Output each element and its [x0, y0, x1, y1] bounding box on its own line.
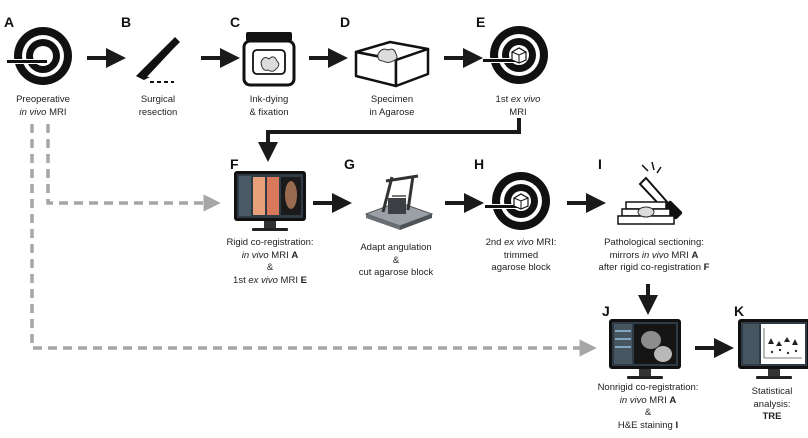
scalpel-icon: [136, 37, 180, 83]
cutting-device-icon: [364, 174, 434, 230]
monitor-chart-icon: [738, 319, 808, 379]
step-letter-e: E: [476, 14, 486, 30]
caption-a: Preoperative in vivo MRI: [16, 94, 70, 118]
caption-c: Ink-dying & fixation: [249, 94, 289, 118]
step-letter-j: J: [602, 303, 610, 319]
step-letter-i: I: [598, 156, 602, 172]
mri-scanner-with-block-icon: [485, 172, 550, 230]
arrow: [87, 48, 734, 358]
mri-scanner-with-block-icon: [483, 26, 548, 84]
caption-g: Adapt angulation & cut agarose block: [358, 242, 434, 278]
caption-j: Nonrigid co-registration: in vivo MRI A …: [597, 382, 699, 431]
step-letter-c: C: [230, 14, 241, 30]
monitor-icon: [234, 171, 306, 231]
step-letter-a: A: [4, 14, 15, 30]
step-letter-b: B: [121, 14, 132, 30]
caption-d: Specimen in Agarose: [369, 94, 415, 118]
caption-b: Surgical resection: [138, 94, 178, 118]
caption-i: Pathological sectioning: mirrors in vivo…: [598, 237, 710, 273]
step-letter-k: K: [734, 303, 745, 319]
step-letter-f: F: [230, 156, 239, 172]
monitor-icon: [609, 319, 681, 379]
caption-e: 1st ex vivo MRI: [495, 94, 541, 118]
dashed-arrow: [30, 124, 597, 357]
step-letter-d: D: [340, 14, 351, 30]
caption-h: 2nd ex vivo MRI: trimmed agarose block: [485, 237, 557, 273]
step-letter-h: H: [474, 156, 485, 172]
mri-scanner-icon: [7, 27, 72, 85]
caption-k: Statistical analysis: TRE: [751, 386, 793, 422]
specimen-jar-icon: [242, 32, 296, 87]
caption-f: Rigid co-registration: in vivo MRI A & 1…: [226, 237, 314, 286]
slicing-knife-icon: [617, 161, 683, 225]
step-letter-g: G: [344, 156, 355, 172]
agarose-block-icon: [354, 40, 430, 88]
